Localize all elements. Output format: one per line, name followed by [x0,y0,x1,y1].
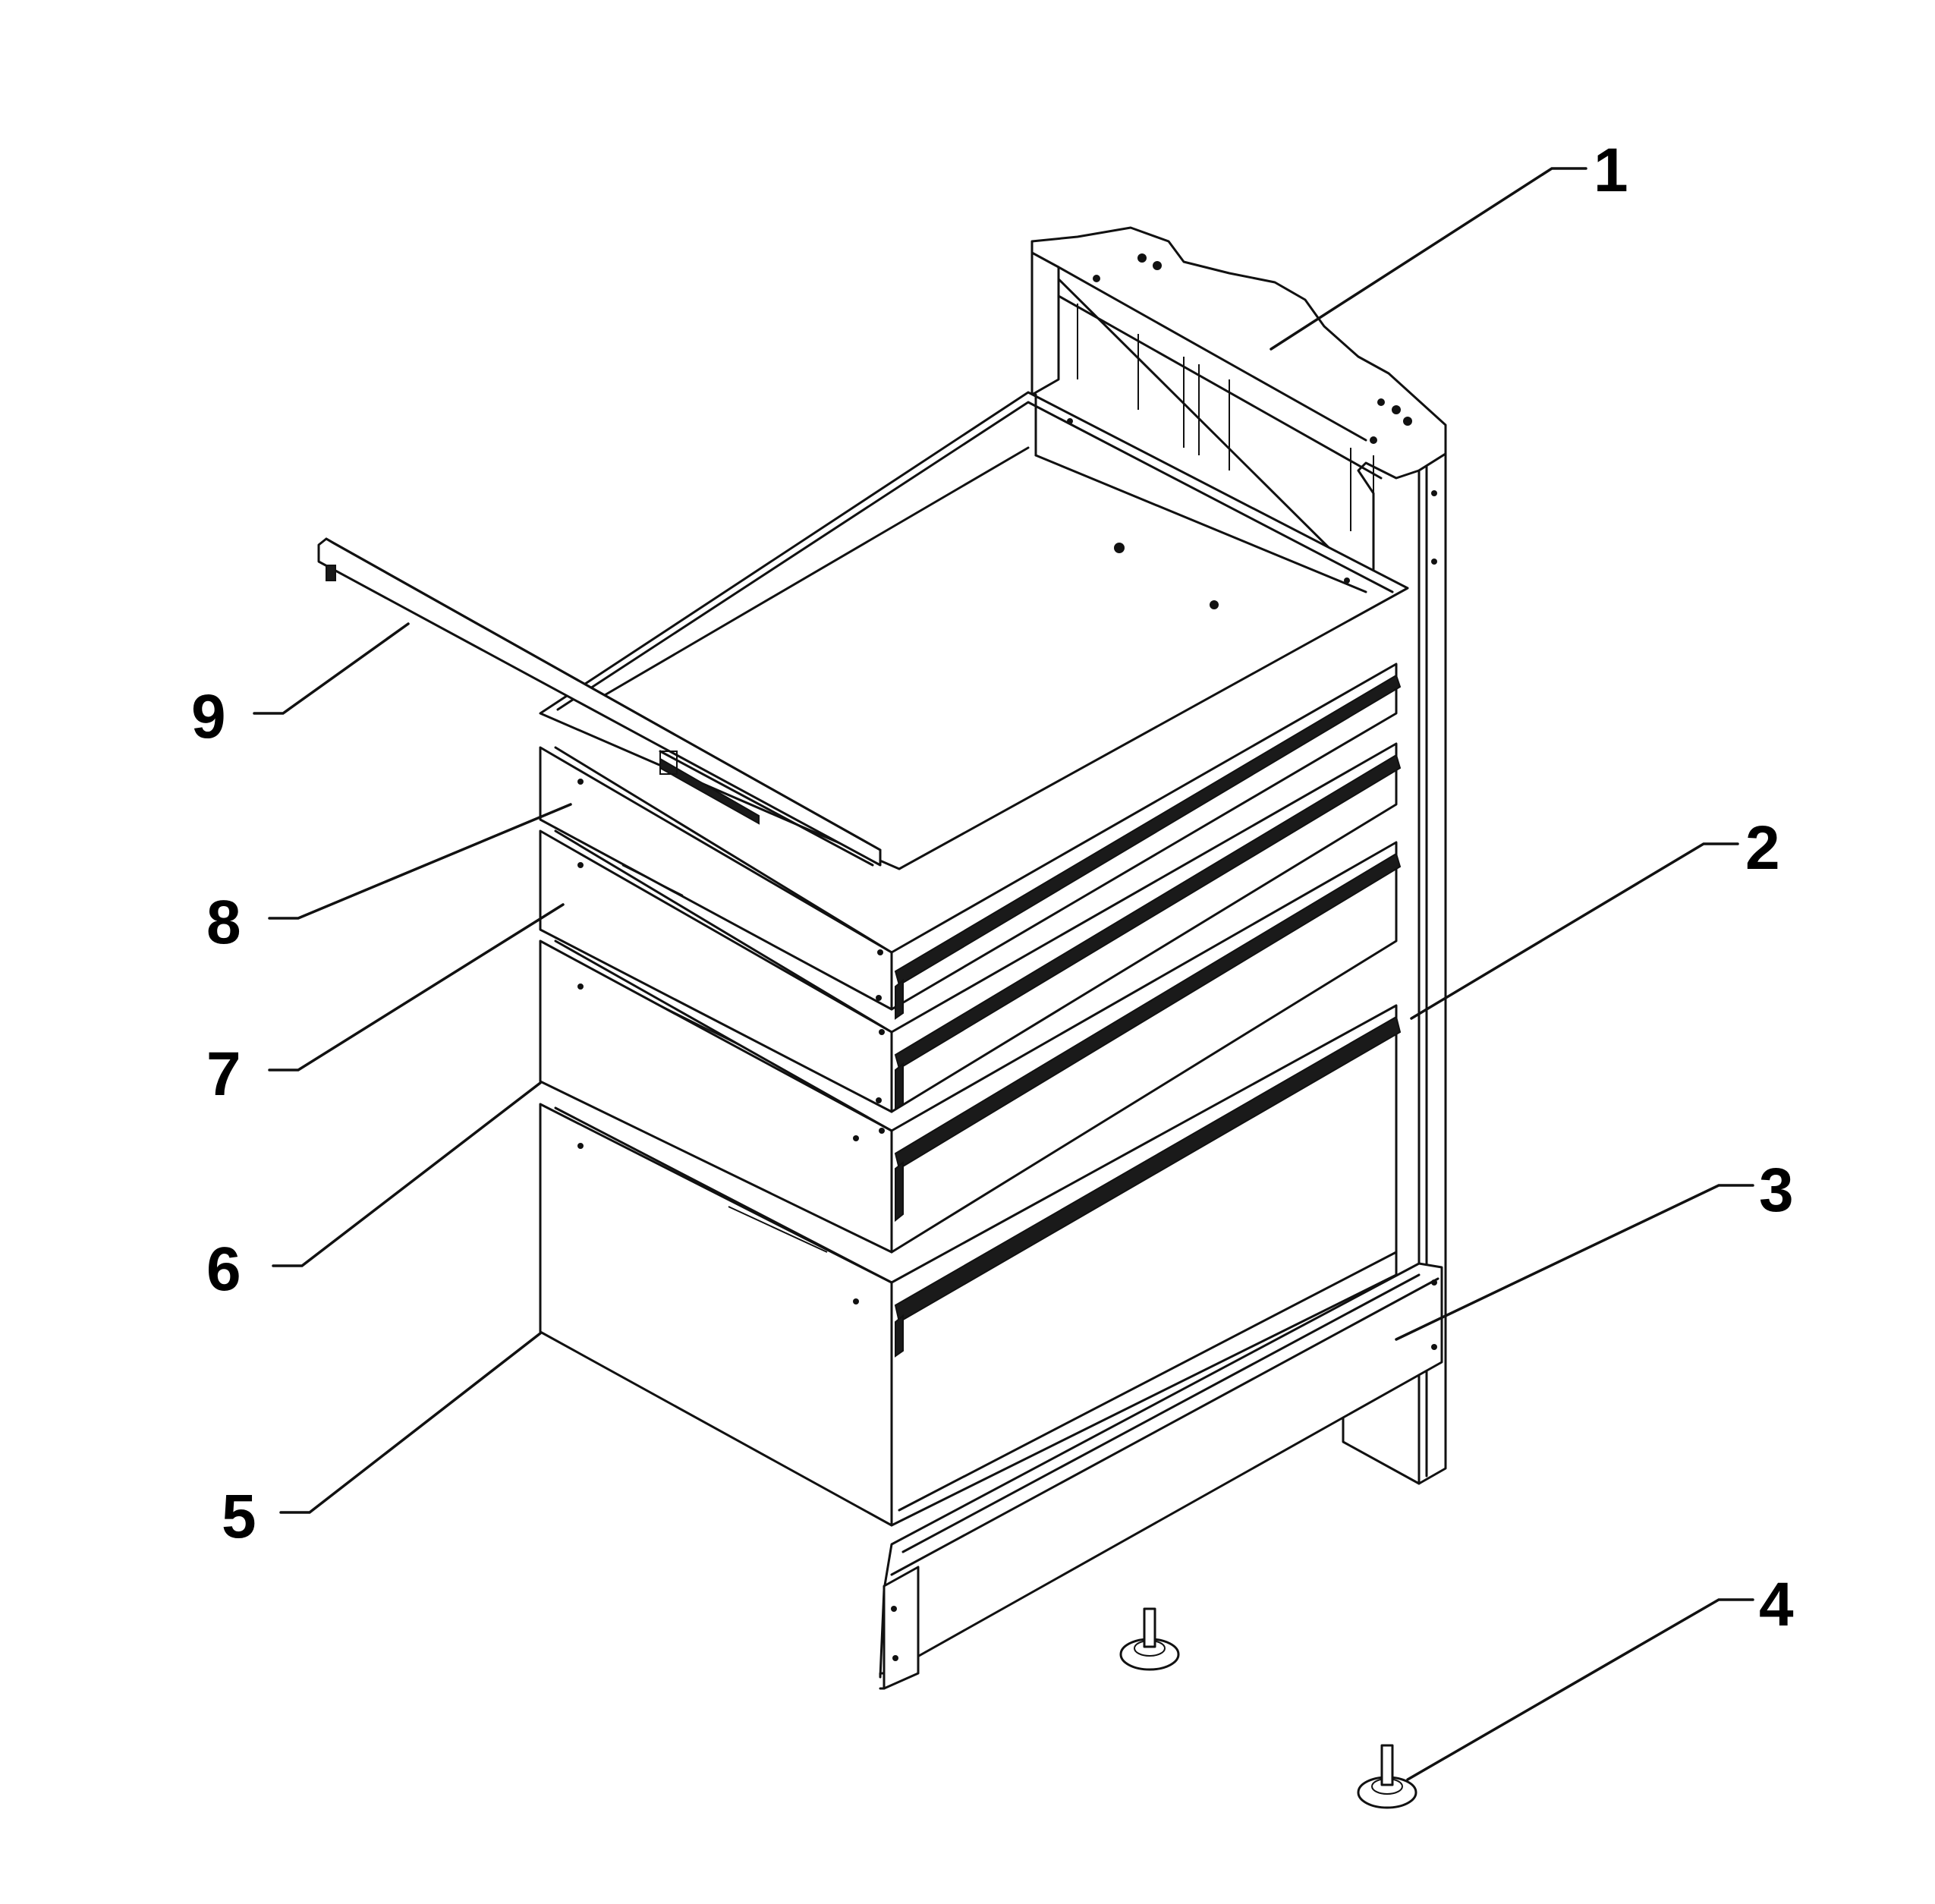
leveling-foot-1 [1119,1607,1180,1671]
leader-line-2 [1410,842,1739,1020]
callout-9: 9 [191,682,226,751]
back-panel-part [1030,226,1447,1485]
drawer-slide-rail-part [317,537,882,867]
callout-4: 4 [1759,1570,1794,1639]
drawer-front-6 [539,841,1402,1254]
callout-7: 7 [206,1040,241,1109]
drawer-front-7 [539,742,1402,1113]
leader-line-4 [1406,1598,1754,1781]
drawer-front-8 [539,662,1402,1020]
leader-line-8 [268,803,572,920]
leveling-foot-2 [1357,1744,1417,1809]
leader-line-5 [279,1332,542,1514]
leader-line-9 [253,622,410,715]
callout-5: 5 [222,1482,256,1551]
callout-2: 2 [1745,814,1780,883]
callout-1: 1 [1594,136,1628,205]
leader-line-3 [1395,1184,1754,1341]
leader-line-1 [1270,167,1587,351]
top-tray [539,391,1409,870]
callout-3: 3 [1759,1156,1794,1225]
callout-6: 6 [206,1235,241,1304]
leader-line-7 [268,903,565,1072]
kickplate-part [879,1262,1443,1690]
leader-line-6 [272,1081,542,1267]
callout-8: 8 [206,888,241,957]
drawer-front-5 [539,1004,1402,1527]
